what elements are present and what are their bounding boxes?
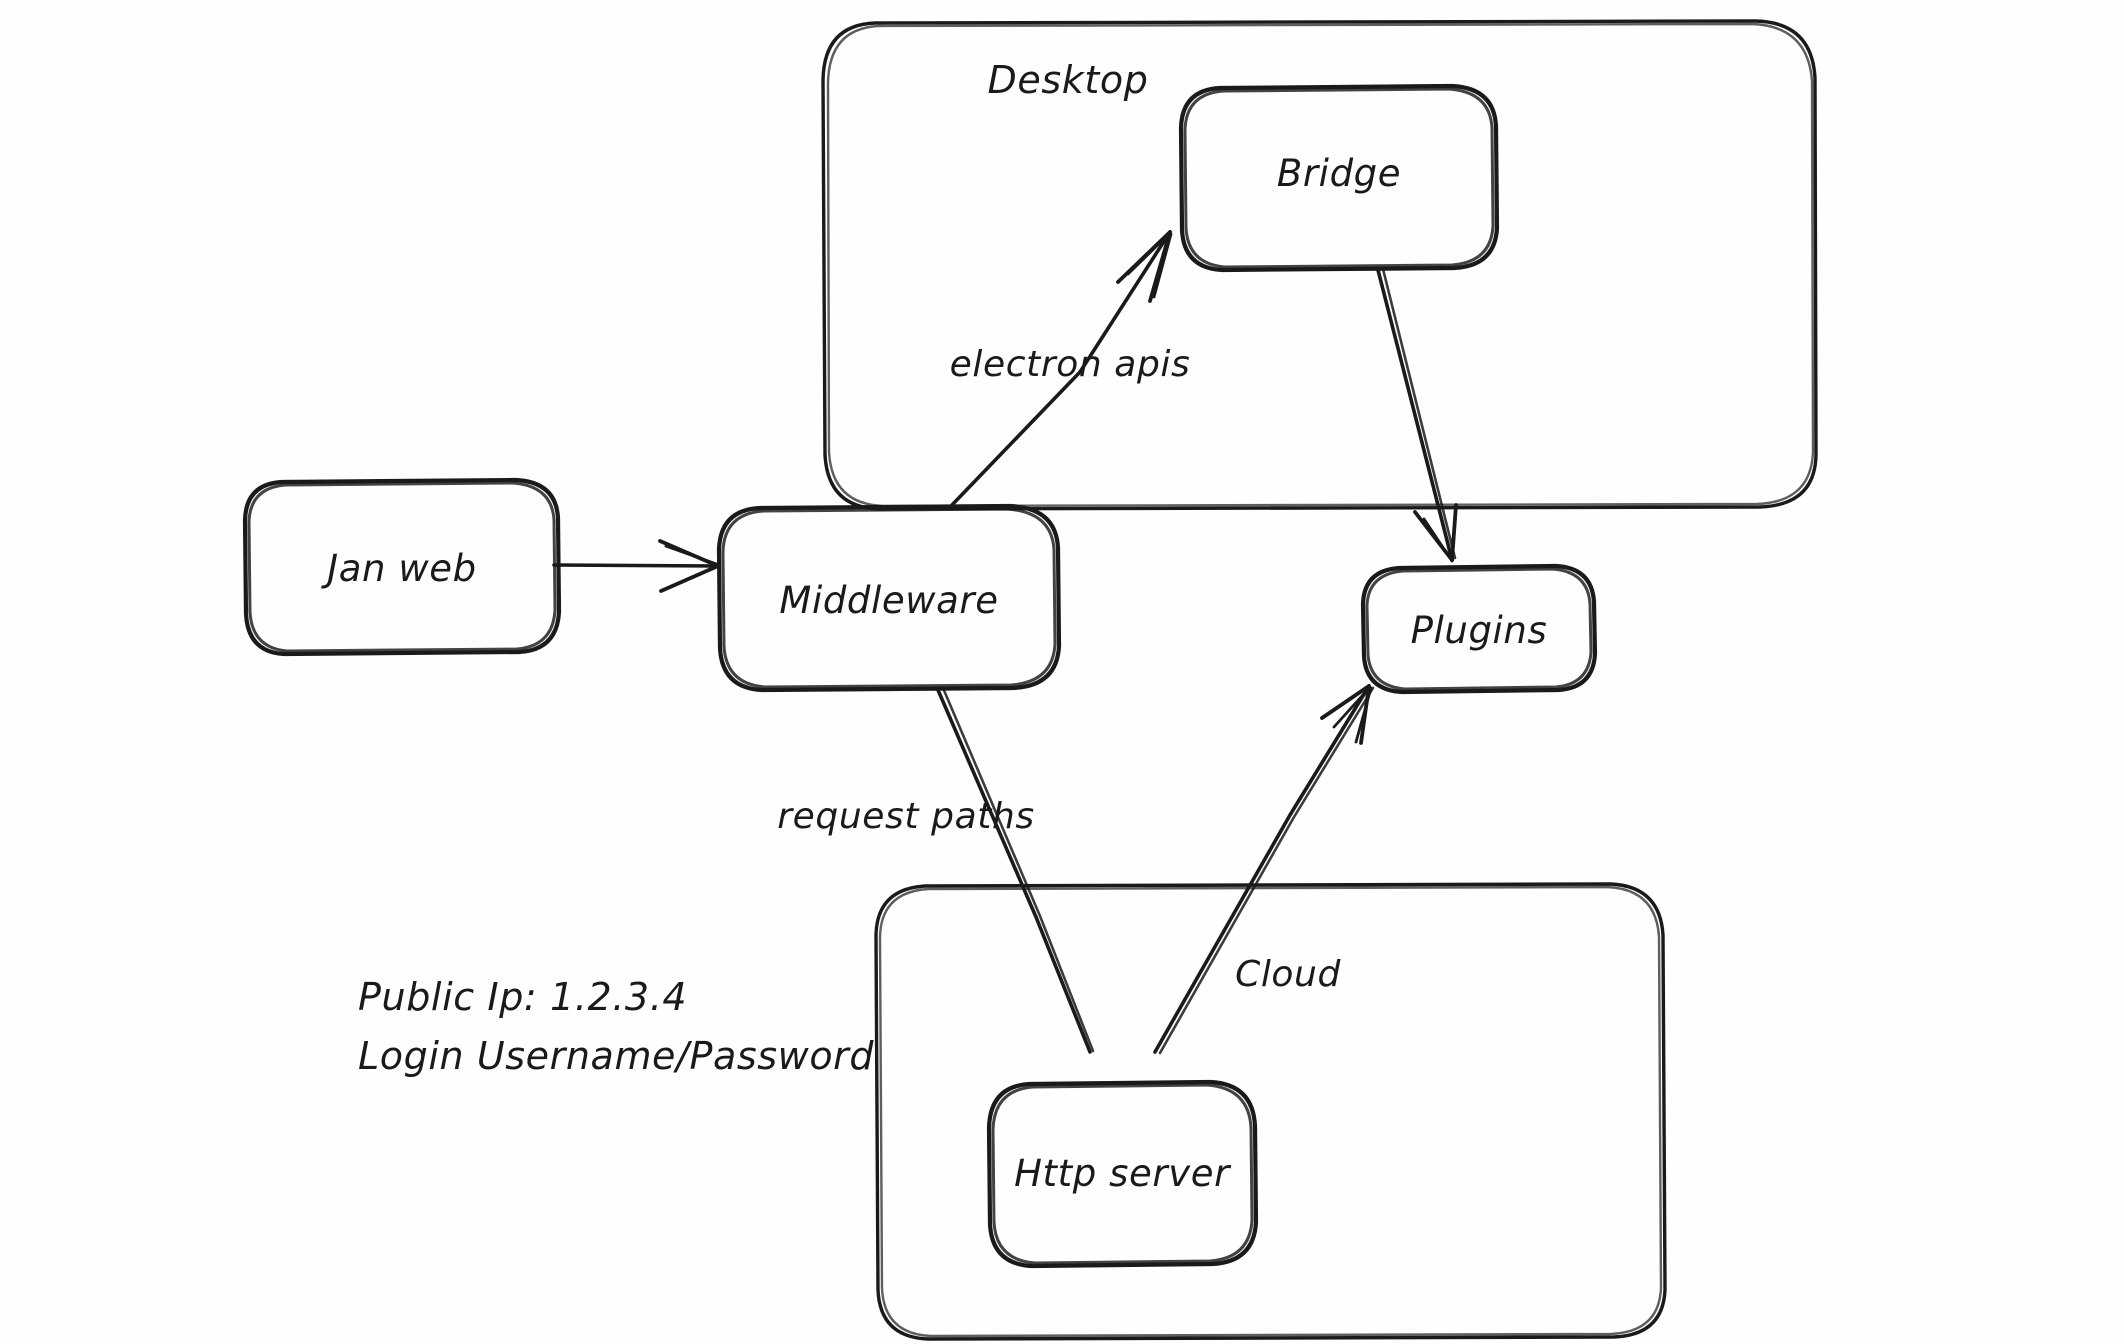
container-cloud — [874, 882, 1667, 1341]
container-desktop — [821, 19, 1818, 511]
edge-middleware-to-http-server — [936, 686, 1095, 1054]
container-label-desktop: Desktop — [988, 58, 1149, 102]
edge-http-server-to-plugins — [1153, 684, 1375, 1055]
edge-label-cloud: Cloud — [1235, 954, 1341, 995]
note-public-ip: Public Ip: 1.2.3.4 — [358, 975, 687, 1019]
node-label-http-server: Http server — [1014, 1152, 1232, 1195]
edge-middleware-to-bridge — [950, 230, 1173, 507]
node-jan-web[interactable]: Jan web — [242, 477, 562, 657]
node-label-plugins: Plugins — [1411, 609, 1548, 652]
edge-jan-web-to-middleware — [552, 539, 721, 593]
node-label-middleware: Middleware — [779, 579, 998, 622]
note-login: Login Username/Password — [358, 1034, 874, 1078]
node-label-bridge: Bridge — [1277, 152, 1401, 195]
node-plugins[interactable]: Plugins — [1360, 563, 1598, 695]
edge-label-electron-apis: electron apis — [950, 344, 1191, 385]
edge-label-request-paths: request paths — [777, 796, 1034, 837]
notes-block: Public Ip: 1.2.3.4 Login Username/Passwo… — [358, 975, 874, 1078]
node-label-jan-web: Jan web — [320, 547, 477, 590]
node-http-server[interactable]: Http server — [986, 1079, 1259, 1269]
edge-bridge-to-plugins — [1376, 267, 1458, 563]
node-bridge[interactable]: Bridge — [1178, 83, 1500, 273]
node-middleware[interactable]: Middleware — [716, 503, 1062, 693]
